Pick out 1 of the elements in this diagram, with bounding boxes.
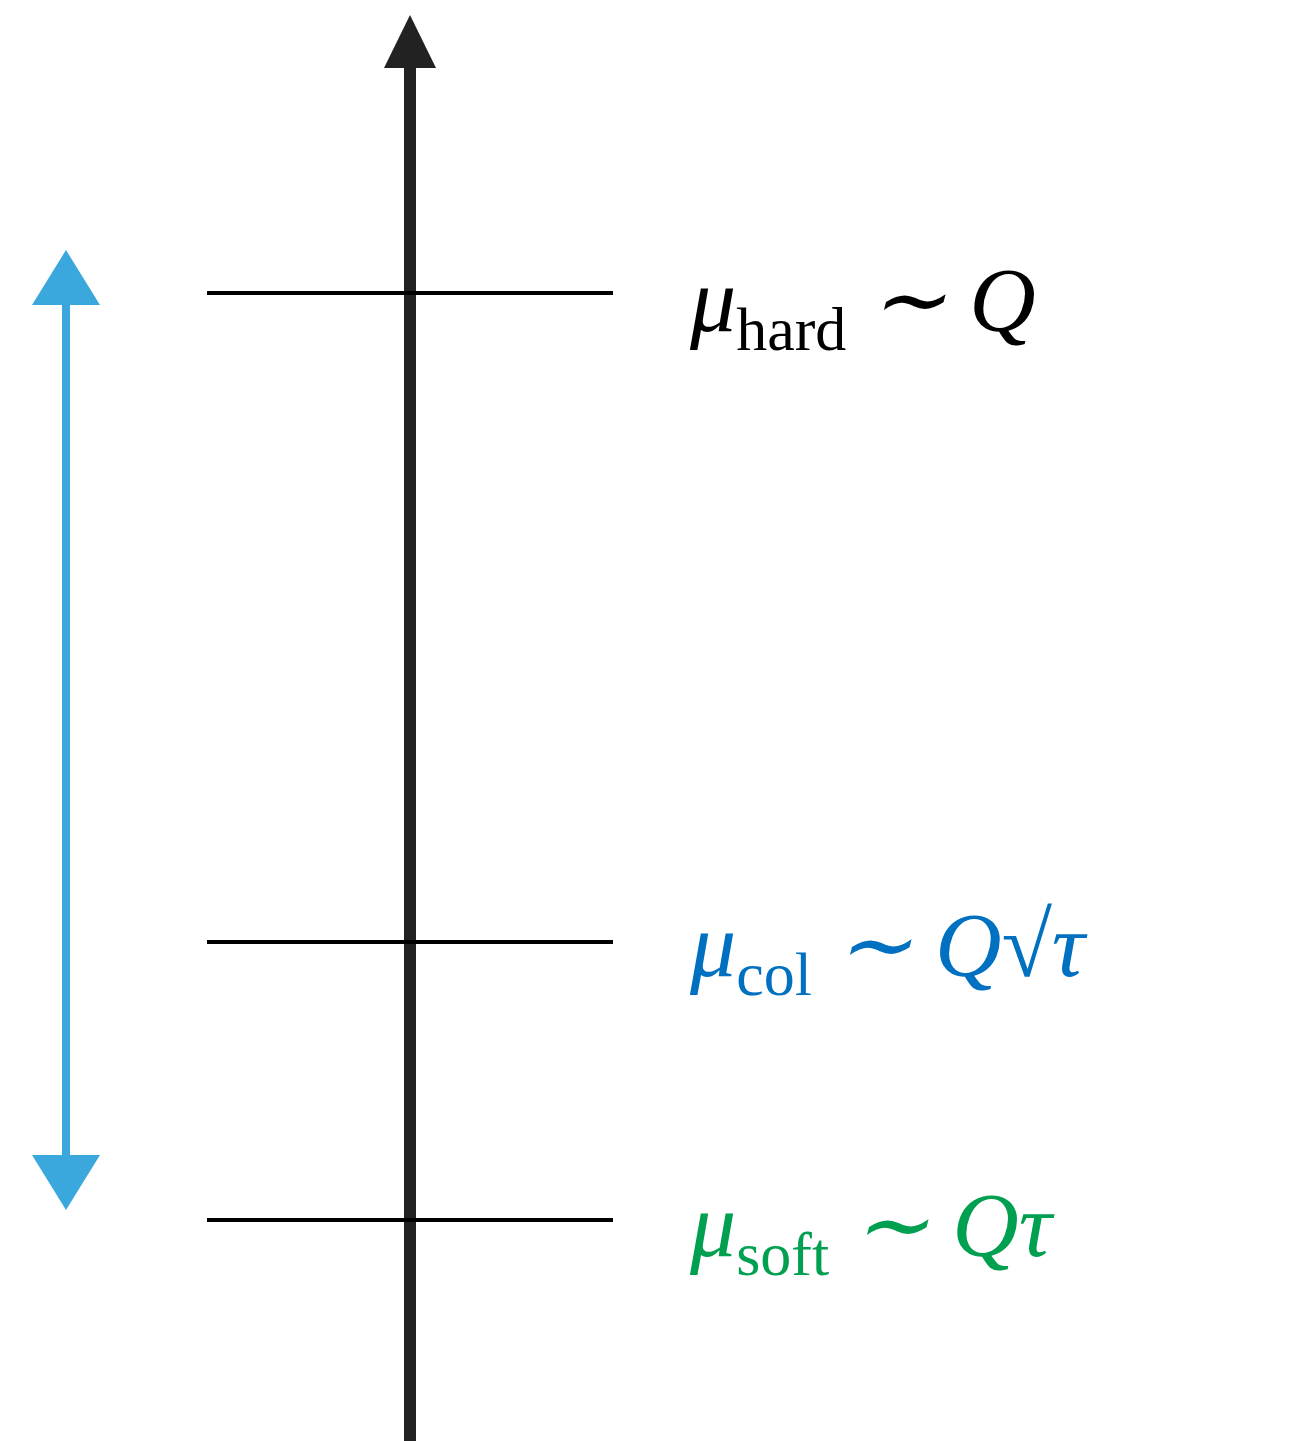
formula-label: μ$_{hard}$ ∼ Q <box>690 248 1036 355</box>
